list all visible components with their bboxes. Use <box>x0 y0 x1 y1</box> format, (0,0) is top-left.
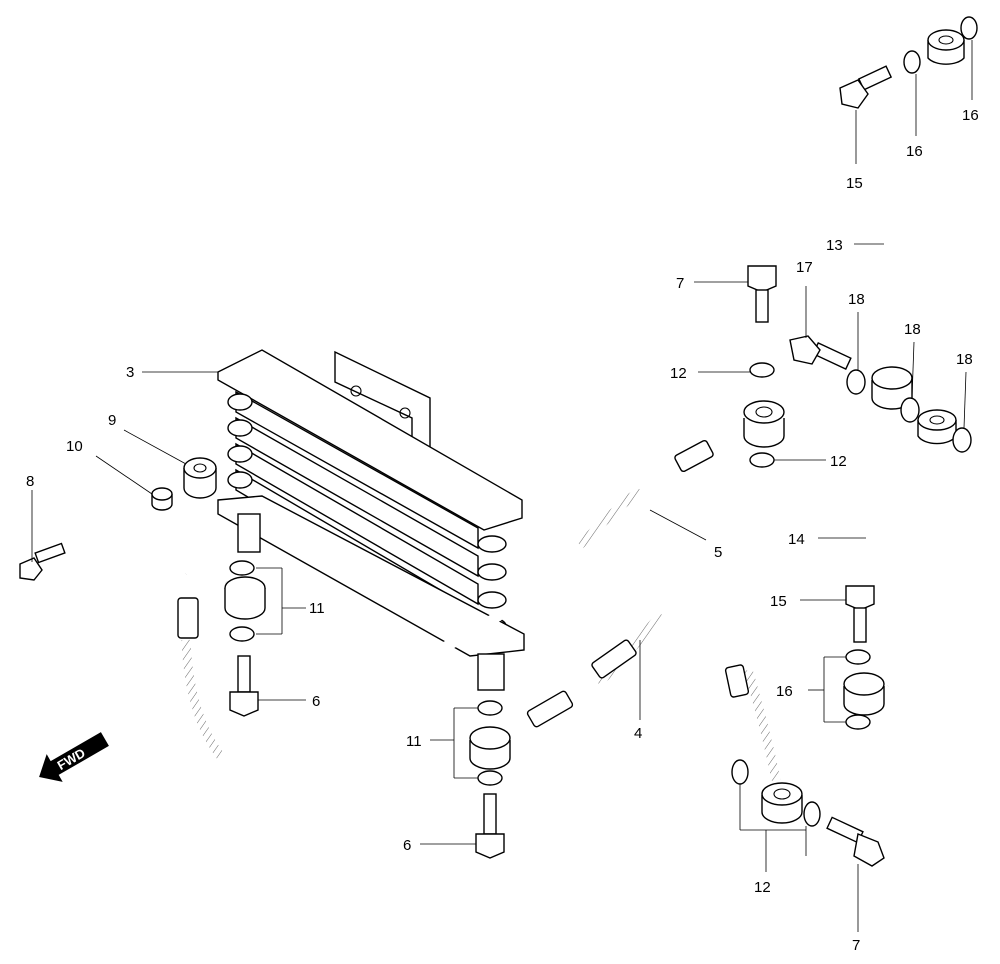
washer-18-mid <box>900 397 920 423</box>
callout-7-lower: 7 <box>852 937 860 954</box>
tank-ring <box>227 445 253 463</box>
washer-12b <box>749 452 775 468</box>
callout-15-right: 15 <box>770 593 787 610</box>
pipe-14-bottom-fitting <box>843 672 885 696</box>
washer-12c-right <box>803 801 821 827</box>
oil-hose-4 <box>469 598 803 824</box>
bolt-17 <box>789 335 852 370</box>
callout-12-lower: 12 <box>754 879 771 896</box>
tank-ring <box>227 419 253 437</box>
banjo-fitting-left-body <box>224 588 266 620</box>
washer-16-top-right <box>960 16 978 40</box>
washer-11b-bottom <box>477 770 503 786</box>
oil-cooler <box>217 349 525 691</box>
bolt-7-upper <box>747 265 777 323</box>
bolt-15-top <box>839 65 893 109</box>
callout-labels: 3 9 10 8 11 6 11 6 4 5 7 12 12 12 7 17 1… <box>26 107 979 954</box>
callout-12-mid: 12 <box>830 453 847 470</box>
bolt-6-lower <box>475 793 505 859</box>
washer-16-upper <box>845 649 871 665</box>
pipe-14-top-fitting <box>917 409 957 431</box>
leader-lines <box>31 40 973 932</box>
callout-5: 5 <box>714 544 722 561</box>
callout-16-top-left: 16 <box>906 143 923 160</box>
callout-7-upper: 7 <box>676 275 684 292</box>
callout-15-top: 15 <box>846 175 863 192</box>
washer-12c-left <box>731 759 749 785</box>
pipe-13-bottom-fitting <box>871 366 913 390</box>
washers <box>229 16 978 827</box>
bolt-7-lower <box>826 816 885 867</box>
callout-13: 13 <box>826 237 843 254</box>
callout-18-right: 18 <box>956 351 973 368</box>
callout-11-upper: 11 <box>309 600 325 617</box>
callout-16-right: 16 <box>776 683 793 700</box>
bolt-15-right <box>845 585 875 643</box>
tank-ring <box>227 471 253 489</box>
banjo-4-mid <box>469 726 511 750</box>
washer-12a <box>749 362 775 378</box>
collar-10 <box>151 487 173 511</box>
hose-5-crimp-left <box>177 597 199 639</box>
callout-8: 8 <box>26 473 34 490</box>
callout-16-top-right: 16 <box>962 107 979 124</box>
callout-10: 10 <box>66 438 83 455</box>
tank-ring <box>227 393 253 411</box>
hose-4-crimp-a <box>526 690 574 728</box>
hose-4-crimp-c <box>724 664 750 698</box>
banjo-4-right <box>761 782 803 806</box>
tank-ring <box>477 563 507 581</box>
cooler-nipple-left <box>237 513 261 553</box>
banjo-fitting-right <box>743 400 785 424</box>
washer-11a-top <box>229 560 255 576</box>
cooler-top-plate <box>217 349 523 531</box>
banjo-fitting-right-body <box>743 418 785 448</box>
callout-6-lower: 6 <box>403 837 411 854</box>
callout-11-lower: 11 <box>406 733 422 750</box>
bolts <box>19 65 893 867</box>
callout-18-mid: 18 <box>904 321 921 338</box>
oil-hose-5 <box>177 400 785 774</box>
tank-ring <box>477 535 507 553</box>
washer-16-lower <box>845 714 871 730</box>
callout-3: 3 <box>126 364 134 381</box>
cooler-nipple-right <box>477 653 505 691</box>
callout-14: 14 <box>788 531 805 548</box>
washer-11a-bottom <box>229 626 255 642</box>
oil-pipe-13 <box>871 29 965 410</box>
washer-11b-top <box>477 700 503 716</box>
callout-4: 4 <box>634 725 642 742</box>
callout-17: 17 <box>796 259 813 276</box>
bracket-hole <box>399 407 411 419</box>
washer-18-right <box>952 427 972 453</box>
hose-4-crimp-b <box>591 639 637 679</box>
oil-pipe-14 <box>843 409 968 716</box>
hose-5-crimp-right <box>674 439 714 473</box>
callout-18-left: 18 <box>848 291 865 308</box>
forward-direction-arrow: FWD <box>39 732 109 782</box>
bolt-6-upper <box>229 655 259 717</box>
callout-9: 9 <box>108 412 116 429</box>
washer-16-top-left <box>903 50 921 74</box>
callout-12-upper: 12 <box>670 365 687 382</box>
tank-ring <box>477 591 507 609</box>
pipe-13-top-fitting <box>927 29 965 51</box>
callout-6-upper: 6 <box>312 693 320 710</box>
grommet-9 <box>183 457 217 499</box>
bracket-hole <box>350 385 362 397</box>
bolt-8 <box>19 542 66 581</box>
cooler-bottom-plate <box>217 495 525 657</box>
washer-18-left <box>846 369 866 395</box>
